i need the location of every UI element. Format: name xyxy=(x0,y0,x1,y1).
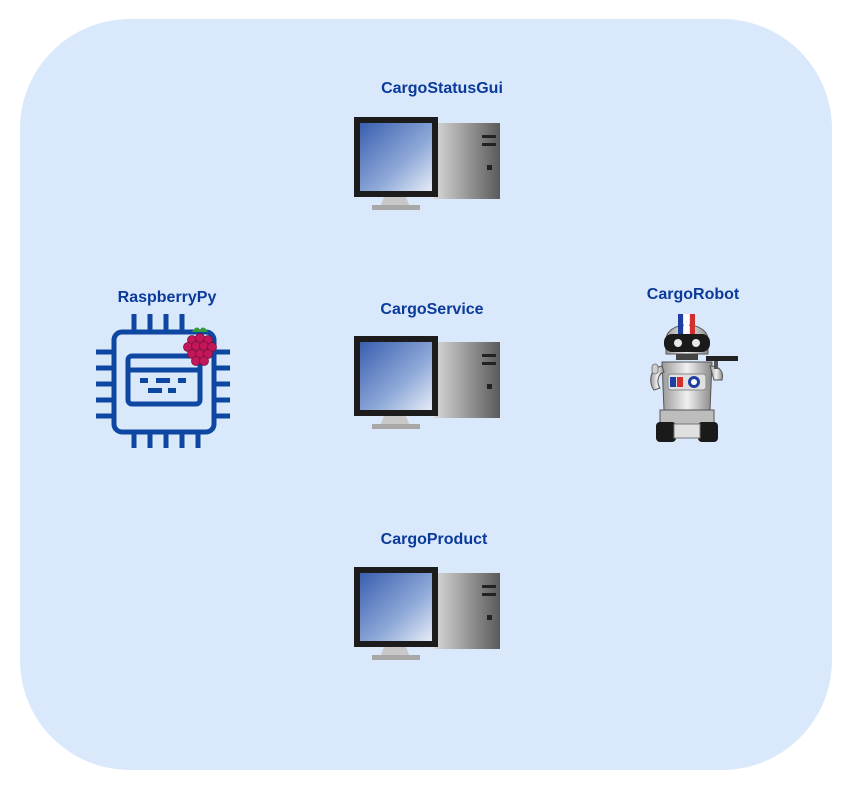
cargo-status-gui-label: CargoStatusGui xyxy=(381,80,503,97)
raspberry-pi-chip-icon xyxy=(96,314,232,450)
robot-icon xyxy=(644,310,740,446)
desktop-computer-icon xyxy=(354,115,502,211)
cargo-service-label: CargoService xyxy=(380,301,484,318)
desktop-computer-icon xyxy=(354,565,502,661)
cargo-product-label: CargoProduct xyxy=(380,531,488,548)
raspberry-py-label: RaspberryPy xyxy=(117,289,217,306)
cargo-robot-label: CargoRobot xyxy=(646,286,740,303)
desktop-computer-icon xyxy=(354,334,502,430)
